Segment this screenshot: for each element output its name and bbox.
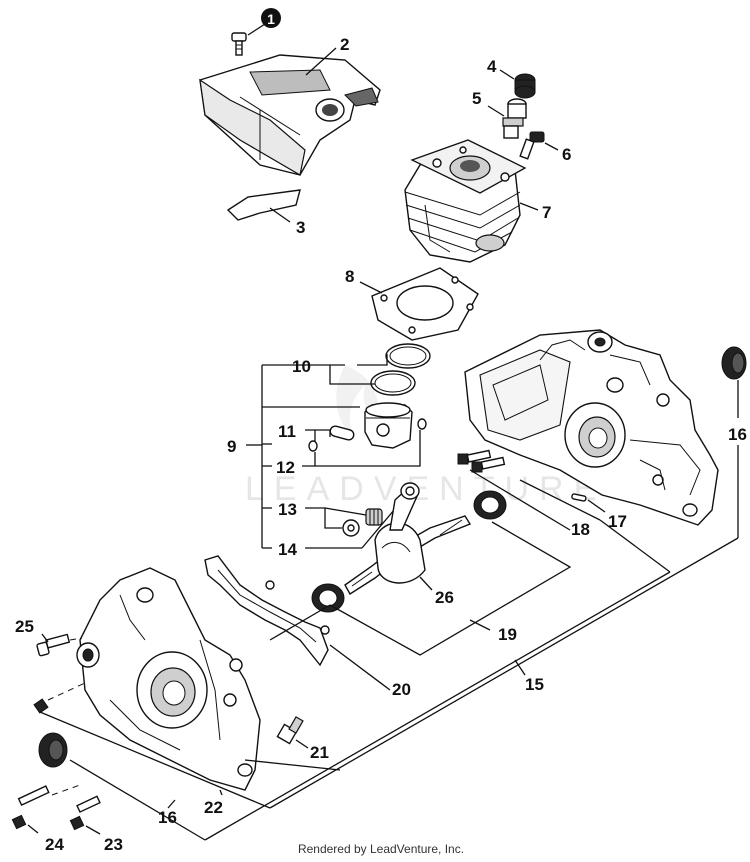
callout-25: 25	[15, 617, 34, 636]
callout-21: 21	[310, 743, 329, 762]
callout-18: 18	[571, 520, 590, 539]
callout-7: 7	[542, 203, 551, 222]
part-crankcase-bolts	[457, 449, 571, 531]
callout-10: 10	[292, 357, 311, 376]
part-piston	[364, 402, 413, 449]
svg-text:1: 1	[267, 11, 275, 27]
part-crankcase-right	[464, 329, 719, 526]
callout-12: 12	[276, 458, 295, 477]
callout-15: 15	[525, 675, 544, 694]
callout-badge-1: 1	[261, 8, 281, 28]
callout-3: 3	[296, 218, 305, 237]
callout-20: 20	[392, 680, 411, 699]
part-cylinder	[404, 139, 539, 263]
footer-credit: Rendered by LeadVenture, Inc.	[297, 842, 465, 856]
part-main-bearing-right	[473, 490, 507, 520]
callout-9: 9	[227, 437, 236, 456]
leader-26	[419, 576, 433, 591]
part-crankcase-gasket	[204, 555, 391, 691]
part-oil-seal-right	[721, 346, 747, 538]
part-crankcase-left	[76, 567, 261, 791]
part-bolt-23	[69, 795, 101, 835]
callout-17: 17	[608, 512, 627, 531]
part-plug	[499, 69, 536, 99]
callout-8: 8	[345, 267, 354, 286]
part-piston-pin	[329, 425, 355, 441]
callout-5: 5	[472, 89, 481, 108]
part-dowel-pin	[571, 493, 606, 513]
part-decompression-valve	[487, 98, 527, 139]
assembly-leader-lines	[39, 479, 739, 841]
part-cylinder-bolt	[519, 131, 559, 160]
callout-11: 11	[278, 422, 296, 441]
callout-19: 19	[498, 625, 517, 644]
callout-4: 4	[487, 57, 497, 76]
callout-13: 13	[278, 500, 297, 519]
part-set-pin	[33, 682, 86, 714]
callout-16-left: 16	[158, 808, 177, 827]
part-piston-rings	[370, 343, 431, 396]
callout-14: 14	[278, 540, 297, 559]
part-top-cover	[199, 47, 381, 176]
part-needle-bearing	[365, 508, 383, 526]
part-circlips	[308, 418, 427, 452]
callout-22: 22	[204, 798, 223, 817]
part-crankshaft	[344, 482, 472, 595]
callout-16-right: 16	[728, 425, 747, 444]
part-thrust-washer	[342, 519, 360, 537]
part-main-bearing-left	[311, 583, 345, 613]
part-bolt-25	[36, 633, 83, 657]
callout-23: 23	[104, 835, 123, 854]
callout-24: 24	[45, 835, 64, 854]
part-screw-top	[231, 23, 266, 56]
part-long-bolt-24	[11, 784, 81, 834]
part-oil-seal-left	[38, 732, 68, 768]
callout-2: 2	[340, 35, 349, 54]
part-base-gasket	[359, 267, 479, 341]
part-fitting	[276, 716, 309, 749]
watermark: LEADVENTURE	[245, 470, 606, 508]
part-decal	[226, 189, 301, 223]
callout-6: 6	[562, 145, 571, 164]
callout-26: 26	[435, 588, 454, 607]
